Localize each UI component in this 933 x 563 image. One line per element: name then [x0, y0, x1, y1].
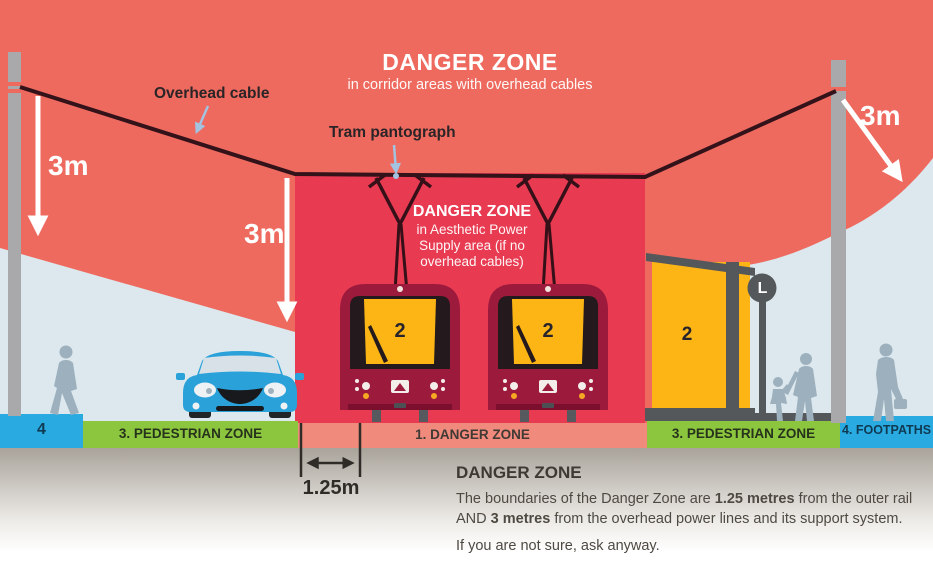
tram-stop-letter: L [757, 280, 768, 297]
overhead-cable-pointer [195, 105, 210, 135]
legend-line1-bold: 1.25 metres [714, 491, 795, 507]
measure-1-25m: 1.25m [302, 477, 360, 499]
pedestrian-silhouette-man [873, 343, 907, 421]
measure-3m-right: 3m [860, 100, 901, 131]
legend-line2-pre: AND [456, 510, 491, 527]
tram-1-route-number: 2 [394, 320, 406, 342]
legend-note: If you are not sure, ask anyway. [456, 538, 660, 555]
car-illustration [176, 351, 304, 418]
zone-label-footpath-right: 4. FOOTPATHS [841, 423, 932, 437]
zone-label-danger: 1. DANGER ZONE [415, 427, 530, 442]
zone-label-pedestrian-right: 3. PEDESTRIAN ZONE [671, 426, 816, 441]
power-pole-left [8, 52, 21, 416]
legend-line-2: AND 3 metres from the overhead power lin… [456, 510, 933, 530]
overhead-cable-line [19, 85, 837, 180]
pedestrian-silhouette-left [50, 345, 79, 415]
zone-label-footpath-left: 4 [37, 421, 46, 438]
shelter-route-number: 2 [681, 324, 693, 345]
tram-1 [340, 284, 460, 422]
aps-zone-title: DANGER ZONE [412, 203, 532, 220]
legend-line1-post: from the outer rail [794, 491, 913, 507]
tram-pantograph-label: Tram pantograph [329, 124, 456, 141]
callout-pointers [195, 105, 402, 179]
aps-zone-line-2: Supply area (if no [419, 238, 525, 253]
legend-line1-pre: The boundaries of the Danger Zone are [456, 491, 715, 507]
pantograph-pointer-dot [393, 173, 399, 179]
legend-line2-post: from the overhead power lines and its su… [550, 510, 903, 527]
ground-gradient [0, 448, 933, 563]
zone-bar-footpath-left [0, 414, 83, 448]
tram-2 [488, 284, 608, 422]
zone-bar-pedestrian-left [83, 421, 298, 448]
page-subtitle: in corridor areas with overhead cables [347, 77, 593, 93]
legend-line-1: The boundaries of the Danger Zone are 1.… [456, 490, 933, 510]
legend-line2-bold: 3 metres [490, 510, 551, 527]
page-title: DANGER ZONE [382, 49, 558, 75]
aps-zone-line-3: overhead cables) [420, 254, 524, 269]
pedestrian-silhouette-woman-child [770, 353, 817, 421]
overhead-cable-label: Overhead cable [154, 85, 270, 102]
zone-bar-danger [298, 423, 647, 448]
measurement-arrows [27, 96, 903, 477]
arrow-3m-right [840, 98, 903, 183]
zone-bar-footpath-right [840, 416, 933, 448]
power-pole-right [831, 60, 846, 423]
zone-bar-pedestrian-right [647, 421, 840, 448]
legend-block: DANGER ZONE The boundaries of the Danger… [456, 463, 933, 554]
measure-3m-mid: 3m [244, 218, 285, 249]
tram-2-route-number: 2 [542, 320, 554, 342]
tram-stop-sign [747, 273, 777, 418]
tram-shelter [645, 253, 755, 419]
zone-label-pedestrian-left: 3. PEDESTRIAN ZONE [118, 426, 263, 441]
aps-zone-line-1: in Aesthetic Power [416, 222, 528, 237]
pantograph-pointer [389, 144, 402, 175]
legend-title: DANGER ZONE [456, 463, 582, 482]
measure-3m-left: 3m [48, 150, 89, 181]
